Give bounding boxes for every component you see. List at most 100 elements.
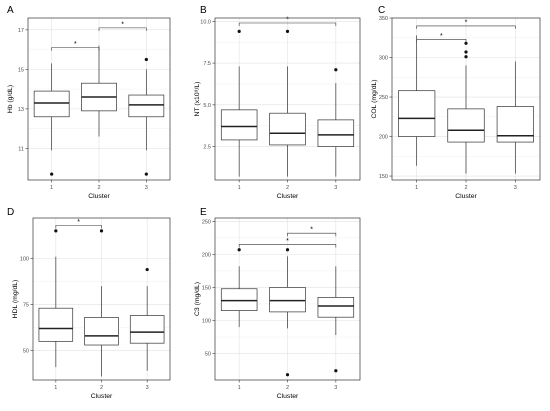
box-iqr: [269, 112, 306, 146]
box-cluster-2: [269, 256, 306, 329]
box-iqr: [84, 317, 119, 346]
y-tick-label: 250: [202, 219, 211, 225]
box-cluster-3: [317, 266, 355, 336]
outlier-point: [285, 373, 290, 377]
x-tick-label: 3: [334, 385, 337, 391]
y-tick-label: 11: [18, 146, 24, 152]
y-tick-label: 350: [379, 16, 388, 22]
y-axis-label: NT (x10⁹/L): [194, 82, 201, 117]
y-tick-label: 15: [18, 67, 24, 73]
significance-label: *: [310, 227, 313, 234]
x-tick-label: 3: [334, 185, 337, 191]
x-tick-label: 3: [514, 185, 517, 191]
box-iqr: [38, 307, 74, 342]
box-cluster-1: [38, 256, 74, 368]
y-tick-label: 75: [23, 303, 29, 309]
significance-bracket: [416, 25, 516, 29]
box-iqr: [128, 94, 165, 118]
y-axis-label: C3 (mg/dL): [194, 282, 201, 316]
significance-bracket: [238, 244, 337, 248]
box-iqr: [129, 315, 165, 344]
plot-border: [214, 217, 361, 381]
x-tick-label: 2: [286, 385, 289, 391]
significance-label: *: [440, 33, 443, 40]
y-tick-label: 50: [205, 352, 211, 358]
significance-bracket: [98, 27, 147, 31]
outlier-point: [464, 55, 468, 59]
box-iqr: [447, 108, 485, 143]
y-tick-label: 50: [23, 349, 29, 355]
x-tick-label: 3: [145, 185, 148, 191]
outlier-point: [99, 229, 104, 233]
x-tick-label: 2: [97, 185, 100, 191]
box-iqr: [269, 287, 306, 313]
panel-letter: D: [7, 207, 14, 218]
x-tick-label: 1: [238, 185, 241, 191]
significance-label: *: [74, 41, 77, 48]
y-tick-label: 150: [202, 285, 211, 291]
x-tick-label: 3: [146, 385, 149, 391]
y-tick-label: 17: [18, 28, 24, 34]
outlier-point: [334, 369, 338, 373]
y-tick-label: 5.0: [203, 103, 211, 109]
y-tick-label: 150: [379, 174, 388, 180]
x-tick-label: 1: [415, 185, 418, 191]
box-cluster-1: [220, 266, 258, 328]
x-tick-label: 1: [54, 385, 57, 391]
box-iqr: [317, 296, 355, 318]
box-cluster-1: [398, 35, 436, 166]
box-iqr: [398, 90, 436, 137]
outlier-point: [145, 267, 149, 272]
significance-bracket: [287, 232, 337, 237]
outlier-point: [237, 248, 241, 252]
box-cluster-2: [269, 66, 306, 177]
outlier-point: [464, 50, 468, 54]
significance-bracket: [51, 47, 100, 51]
outlier-point: [144, 57, 148, 62]
box-cluster-2: [447, 65, 485, 174]
box-iqr: [496, 106, 534, 143]
box-cluster-1: [220, 66, 258, 177]
box-iqr: [220, 288, 258, 311]
y-tick-label: 200: [379, 135, 388, 141]
x-tick-label: 2: [100, 385, 103, 391]
significance-label: *: [465, 19, 468, 26]
box-cluster-3: [128, 69, 165, 151]
significance-label: *: [121, 21, 124, 28]
x-axis-label: Cluster: [277, 193, 299, 200]
plot-border: [27, 17, 171, 181]
box-iqr: [33, 90, 70, 118]
y-tick-label: 2.5: [203, 145, 211, 151]
significance-bracket: [55, 225, 102, 229]
y-tick-label: 100: [20, 257, 29, 263]
x-tick-label: 1: [238, 385, 241, 391]
significance-bracket: [238, 22, 337, 27]
x-axis-label: Cluster: [277, 393, 299, 400]
panel-letter: E: [200, 207, 207, 218]
significance-label: *: [286, 238, 289, 245]
plot-border: [391, 17, 541, 181]
box-cluster-2: [84, 286, 119, 377]
panel-letter: A: [7, 5, 14, 16]
significance-bracket: [416, 39, 467, 43]
outlier-point: [144, 172, 148, 176]
box-cluster-3: [496, 61, 534, 174]
outlier-point: [285, 248, 290, 252]
y-tick-label: 100: [202, 318, 211, 324]
box-cluster-1: [33, 63, 70, 151]
box-cluster-3: [317, 83, 355, 177]
panel-letter: B: [200, 5, 207, 16]
box-cluster-2: [81, 45, 117, 137]
box-iqr: [317, 119, 355, 147]
x-axis-label: Cluster: [88, 193, 110, 200]
outlier-point: [334, 68, 338, 72]
outlier-point: [50, 172, 54, 176]
panel-letter: C: [378, 5, 385, 16]
y-tick-label: 200: [202, 252, 211, 258]
y-tick-label: 300: [379, 56, 388, 62]
plot-border: [214, 17, 361, 181]
y-axis-label: HDL (mg/dL): [12, 280, 19, 319]
